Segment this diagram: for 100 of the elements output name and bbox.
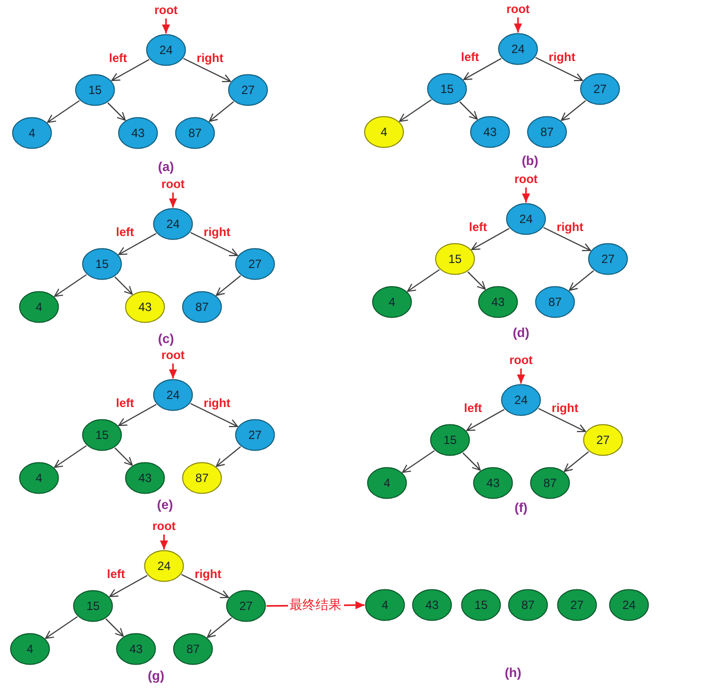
arrow <box>463 58 502 80</box>
node-ellipse: 15 <box>82 248 122 280</box>
arrow <box>118 233 156 256</box>
arrow <box>522 188 530 202</box>
node-ellipse: 27 <box>583 424 623 456</box>
node-ellipse: 87 <box>508 589 548 621</box>
node-ellipse: 27 <box>235 248 275 280</box>
root-label: root <box>154 4 178 16</box>
arrow <box>402 450 435 473</box>
node-ellipse: 27 <box>226 590 266 622</box>
arrow <box>118 404 156 426</box>
panel-caption: (e) <box>157 496 173 512</box>
node-ellipse: 27 <box>588 243 628 275</box>
node-ellipse: 24 <box>153 208 193 240</box>
root-label: root <box>152 520 176 532</box>
arrow <box>564 451 589 472</box>
node-ellipse: 43 <box>473 467 513 499</box>
arrow <box>407 269 440 292</box>
arrow <box>216 275 241 296</box>
root-label: root <box>514 172 538 186</box>
node-ellipse: 27 <box>235 419 275 451</box>
arrow <box>109 575 148 598</box>
node-ellipse: 87 <box>527 116 567 148</box>
root-label: root <box>509 354 533 366</box>
edge-label: left <box>469 220 487 234</box>
arrow <box>568 270 594 291</box>
arrow <box>168 364 178 378</box>
node-ellipse: 87 <box>535 286 575 318</box>
edge-label: right <box>556 220 584 234</box>
arrow <box>181 574 230 598</box>
node-ellipse: 43 <box>125 462 165 494</box>
node-ellipse: 24 <box>609 589 649 621</box>
node-ellipse: 4 <box>12 117 52 149</box>
node-ellipse: 27 <box>557 589 597 621</box>
node-ellipse: 24 <box>153 379 193 411</box>
node-ellipse: 43 <box>118 117 158 149</box>
arrow <box>543 227 592 252</box>
root-label: root <box>506 2 530 16</box>
node-ellipse: 15 <box>435 243 475 275</box>
node-ellipse: 43 <box>478 286 518 318</box>
arrow <box>538 408 586 432</box>
arrow <box>162 18 170 34</box>
panel-caption: (d) <box>512 324 530 340</box>
node-ellipse: 4 <box>365 589 405 621</box>
arrow <box>535 57 584 82</box>
node-ellipse: 43 <box>116 633 156 665</box>
node-ellipse: 4 <box>367 467 407 499</box>
node-ellipse: 87 <box>175 117 215 149</box>
arrow <box>107 102 126 121</box>
arrow <box>208 101 234 122</box>
arrow <box>168 192 178 208</box>
edge-label: right <box>552 402 578 414</box>
node-ellipse: 15 <box>73 590 113 622</box>
arrow <box>206 617 232 638</box>
arrow <box>183 58 232 82</box>
edge-label: right <box>204 396 230 410</box>
node-ellipse: 24 <box>506 203 546 235</box>
node-ellipse: 4 <box>10 633 50 665</box>
edge-label: 最终结果 <box>288 598 344 613</box>
arrow <box>399 99 432 122</box>
node-ellipse: 24 <box>146 34 186 66</box>
node-ellipse: 15 <box>430 424 470 456</box>
panel-caption: (f) <box>514 500 528 514</box>
node-ellipse: 4 <box>19 462 59 494</box>
edge-label: left <box>461 50 479 64</box>
arrow <box>516 368 526 384</box>
arrow <box>114 447 133 466</box>
node-ellipse: 27 <box>580 73 620 105</box>
node-ellipse: 87 <box>182 291 222 323</box>
node-ellipse: 4 <box>19 291 59 323</box>
node-ellipse: 24 <box>498 33 538 65</box>
arrow <box>54 445 87 468</box>
arrow <box>54 274 87 297</box>
edge-label: right <box>196 52 224 64</box>
panel-caption: (b) <box>522 152 538 168</box>
arrow <box>467 271 486 290</box>
arrow <box>190 403 238 428</box>
edge-label: right <box>548 50 576 64</box>
node-ellipse: 4 <box>364 116 404 148</box>
node-ellipse: 43 <box>412 589 452 621</box>
arrow <box>105 618 124 637</box>
arrow <box>45 616 78 639</box>
node-ellipse: 24 <box>144 550 184 582</box>
panel-caption: (c) <box>158 330 174 346</box>
node-ellipse: 43 <box>470 116 510 148</box>
arrow <box>216 446 241 467</box>
node-ellipse: 87 <box>173 633 213 665</box>
panel-caption: (h) <box>504 664 522 680</box>
node-ellipse: 24 <box>501 384 541 416</box>
arrow <box>514 18 522 32</box>
node-ellipse: 27 <box>228 74 268 106</box>
root-label: root <box>161 348 185 362</box>
node-ellipse: 15 <box>75 74 115 106</box>
arrow <box>466 409 504 432</box>
edge-label: right <box>204 226 230 238</box>
node-ellipse: 15 <box>82 419 122 451</box>
edge-label: left <box>116 226 134 238</box>
arrow <box>111 59 150 82</box>
panel-caption: (g) <box>148 668 164 682</box>
panel-caption: (a) <box>158 158 174 174</box>
